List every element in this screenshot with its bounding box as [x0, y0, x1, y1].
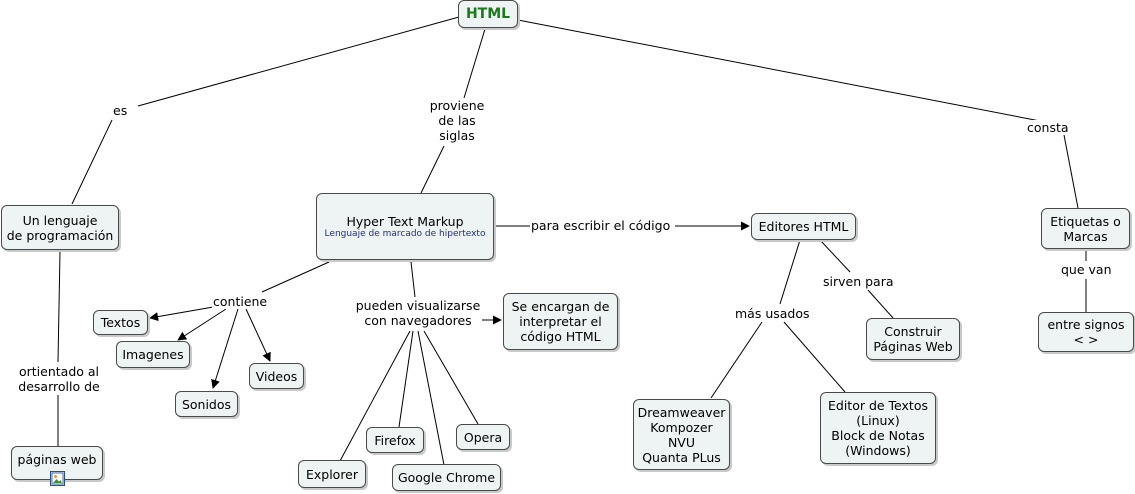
node-interpretar-codigo[interactable]: Se encargan de interpretar el código HTM… — [503, 293, 618, 350]
line-hyper-contiene — [261, 261, 330, 293]
node-lenguaje-programacion[interactable]: Un lenguaje de programación — [1, 205, 119, 250]
link-label-proviene: proviene de las siglas — [427, 98, 487, 143]
line-visualizarse-firefox — [398, 330, 414, 428]
line-editores-masusados — [779, 239, 801, 305]
line-visualizarse-chrome — [417, 330, 445, 466]
line-editores-sirven — [819, 239, 851, 273]
node-sonidos[interactable]: Sonidos — [175, 391, 238, 417]
node-editor-textos[interactable]: Editor de Textos (Linux) Block de Notas … — [820, 392, 936, 464]
line-hyper-visualizarse — [410, 261, 416, 298]
line-html-consta — [517, 19, 1041, 122]
line-visualizarse-opera — [423, 330, 479, 425]
arrow-contiene-sonidos — [211, 308, 239, 389]
node-imagenes[interactable]: Imagenes — [116, 341, 190, 368]
line-masusados-dreamweaver — [710, 321, 763, 399]
line-lenguaje-orientado — [57, 251, 61, 363]
link-label-sirven-para: sirven para — [822, 274, 895, 289]
hyper-subtitle: Lenguaje de marcado de hipertexto — [324, 228, 486, 239]
line-html-proviene — [463, 28, 486, 99]
node-hyper-text-markup[interactable]: Hyper Text Markup Lenguaje de marcado de… — [316, 193, 494, 260]
line-visualizarse-explorer — [339, 330, 411, 462]
node-entre-signos[interactable]: entre signos < > — [1038, 312, 1134, 352]
hyper-title: Hyper Text Markup — [346, 213, 464, 229]
line-consta-etiquetas — [1063, 134, 1079, 209]
link-label-orientado: ortientado al desarrollo de — [14, 364, 104, 394]
image-icon-glyph — [51, 472, 64, 485]
line-sirven-construir — [867, 289, 894, 319]
link-label-mas-usados: más usados — [734, 306, 811, 321]
arrow-contiene-textos — [149, 305, 220, 322]
line-proviene-hyper — [420, 145, 445, 194]
line-es-lenguaje — [71, 119, 113, 205]
link-label-escribir: para escribir el código — [530, 218, 672, 233]
link-label-visualizarse: pueden visualizarse con navegadores — [354, 298, 482, 328]
node-firefox[interactable]: Firefox — [366, 427, 424, 453]
node-html[interactable]: HTML — [458, 0, 518, 28]
node-videos[interactable]: Videos — [249, 363, 304, 389]
line-masusados-editortextos — [783, 321, 846, 393]
node-google-chrome[interactable]: Google Chrome — [392, 464, 501, 491]
node-textos[interactable]: Textos — [93, 310, 148, 335]
link-label-es: es — [112, 103, 129, 118]
arrow-contiene-videos — [245, 308, 271, 362]
line-html-es — [137, 16, 460, 107]
image-icon[interactable] — [50, 471, 65, 486]
link-label-contiene: contiene — [212, 294, 269, 309]
link-label-consta: consta — [1026, 120, 1070, 135]
node-opera[interactable]: Opera — [456, 424, 510, 450]
node-dreamweaver[interactable]: Dreamweaver Kompozer NVU Quanta PLus — [633, 399, 730, 470]
node-construir-paginas[interactable]: Construir Páginas Web — [866, 318, 960, 360]
arrow-contiene-imagenes — [177, 308, 227, 341]
node-explorer[interactable]: Explorer — [298, 460, 366, 488]
node-editores-html[interactable]: Editores HTML — [751, 213, 856, 240]
link-label-que-van: que van — [1060, 262, 1113, 277]
node-etiquetas-marcas[interactable]: Etiquetas o Marcas — [1041, 208, 1130, 249]
